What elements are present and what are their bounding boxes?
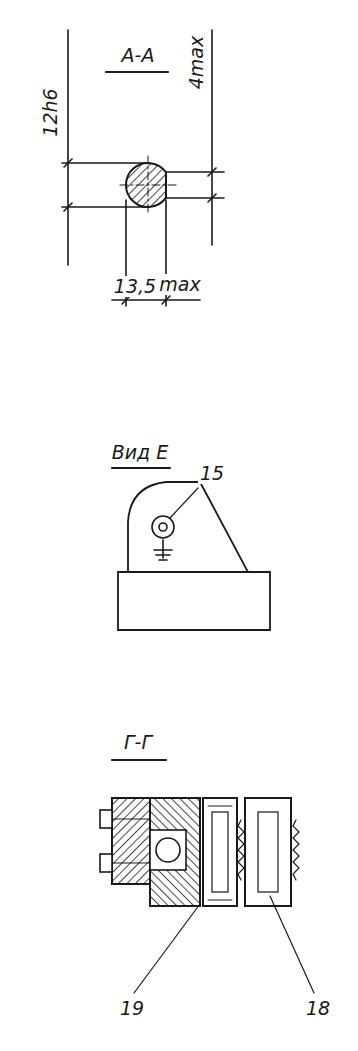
drawing-label: max	[157, 274, 202, 295]
drawing-label: А-А	[120, 45, 157, 66]
dimension-label: 12h6	[40, 86, 61, 138]
drawing-label: Г-Г	[122, 732, 154, 753]
drawing-label: Вид Е	[110, 442, 171, 463]
dimension-label: 4max	[186, 33, 207, 90]
drawing-label: 15	[198, 463, 226, 484]
drawing-label: 13,5	[112, 276, 158, 297]
drawing-label: 18	[304, 998, 332, 1019]
drawing-label: 19	[118, 998, 146, 1019]
